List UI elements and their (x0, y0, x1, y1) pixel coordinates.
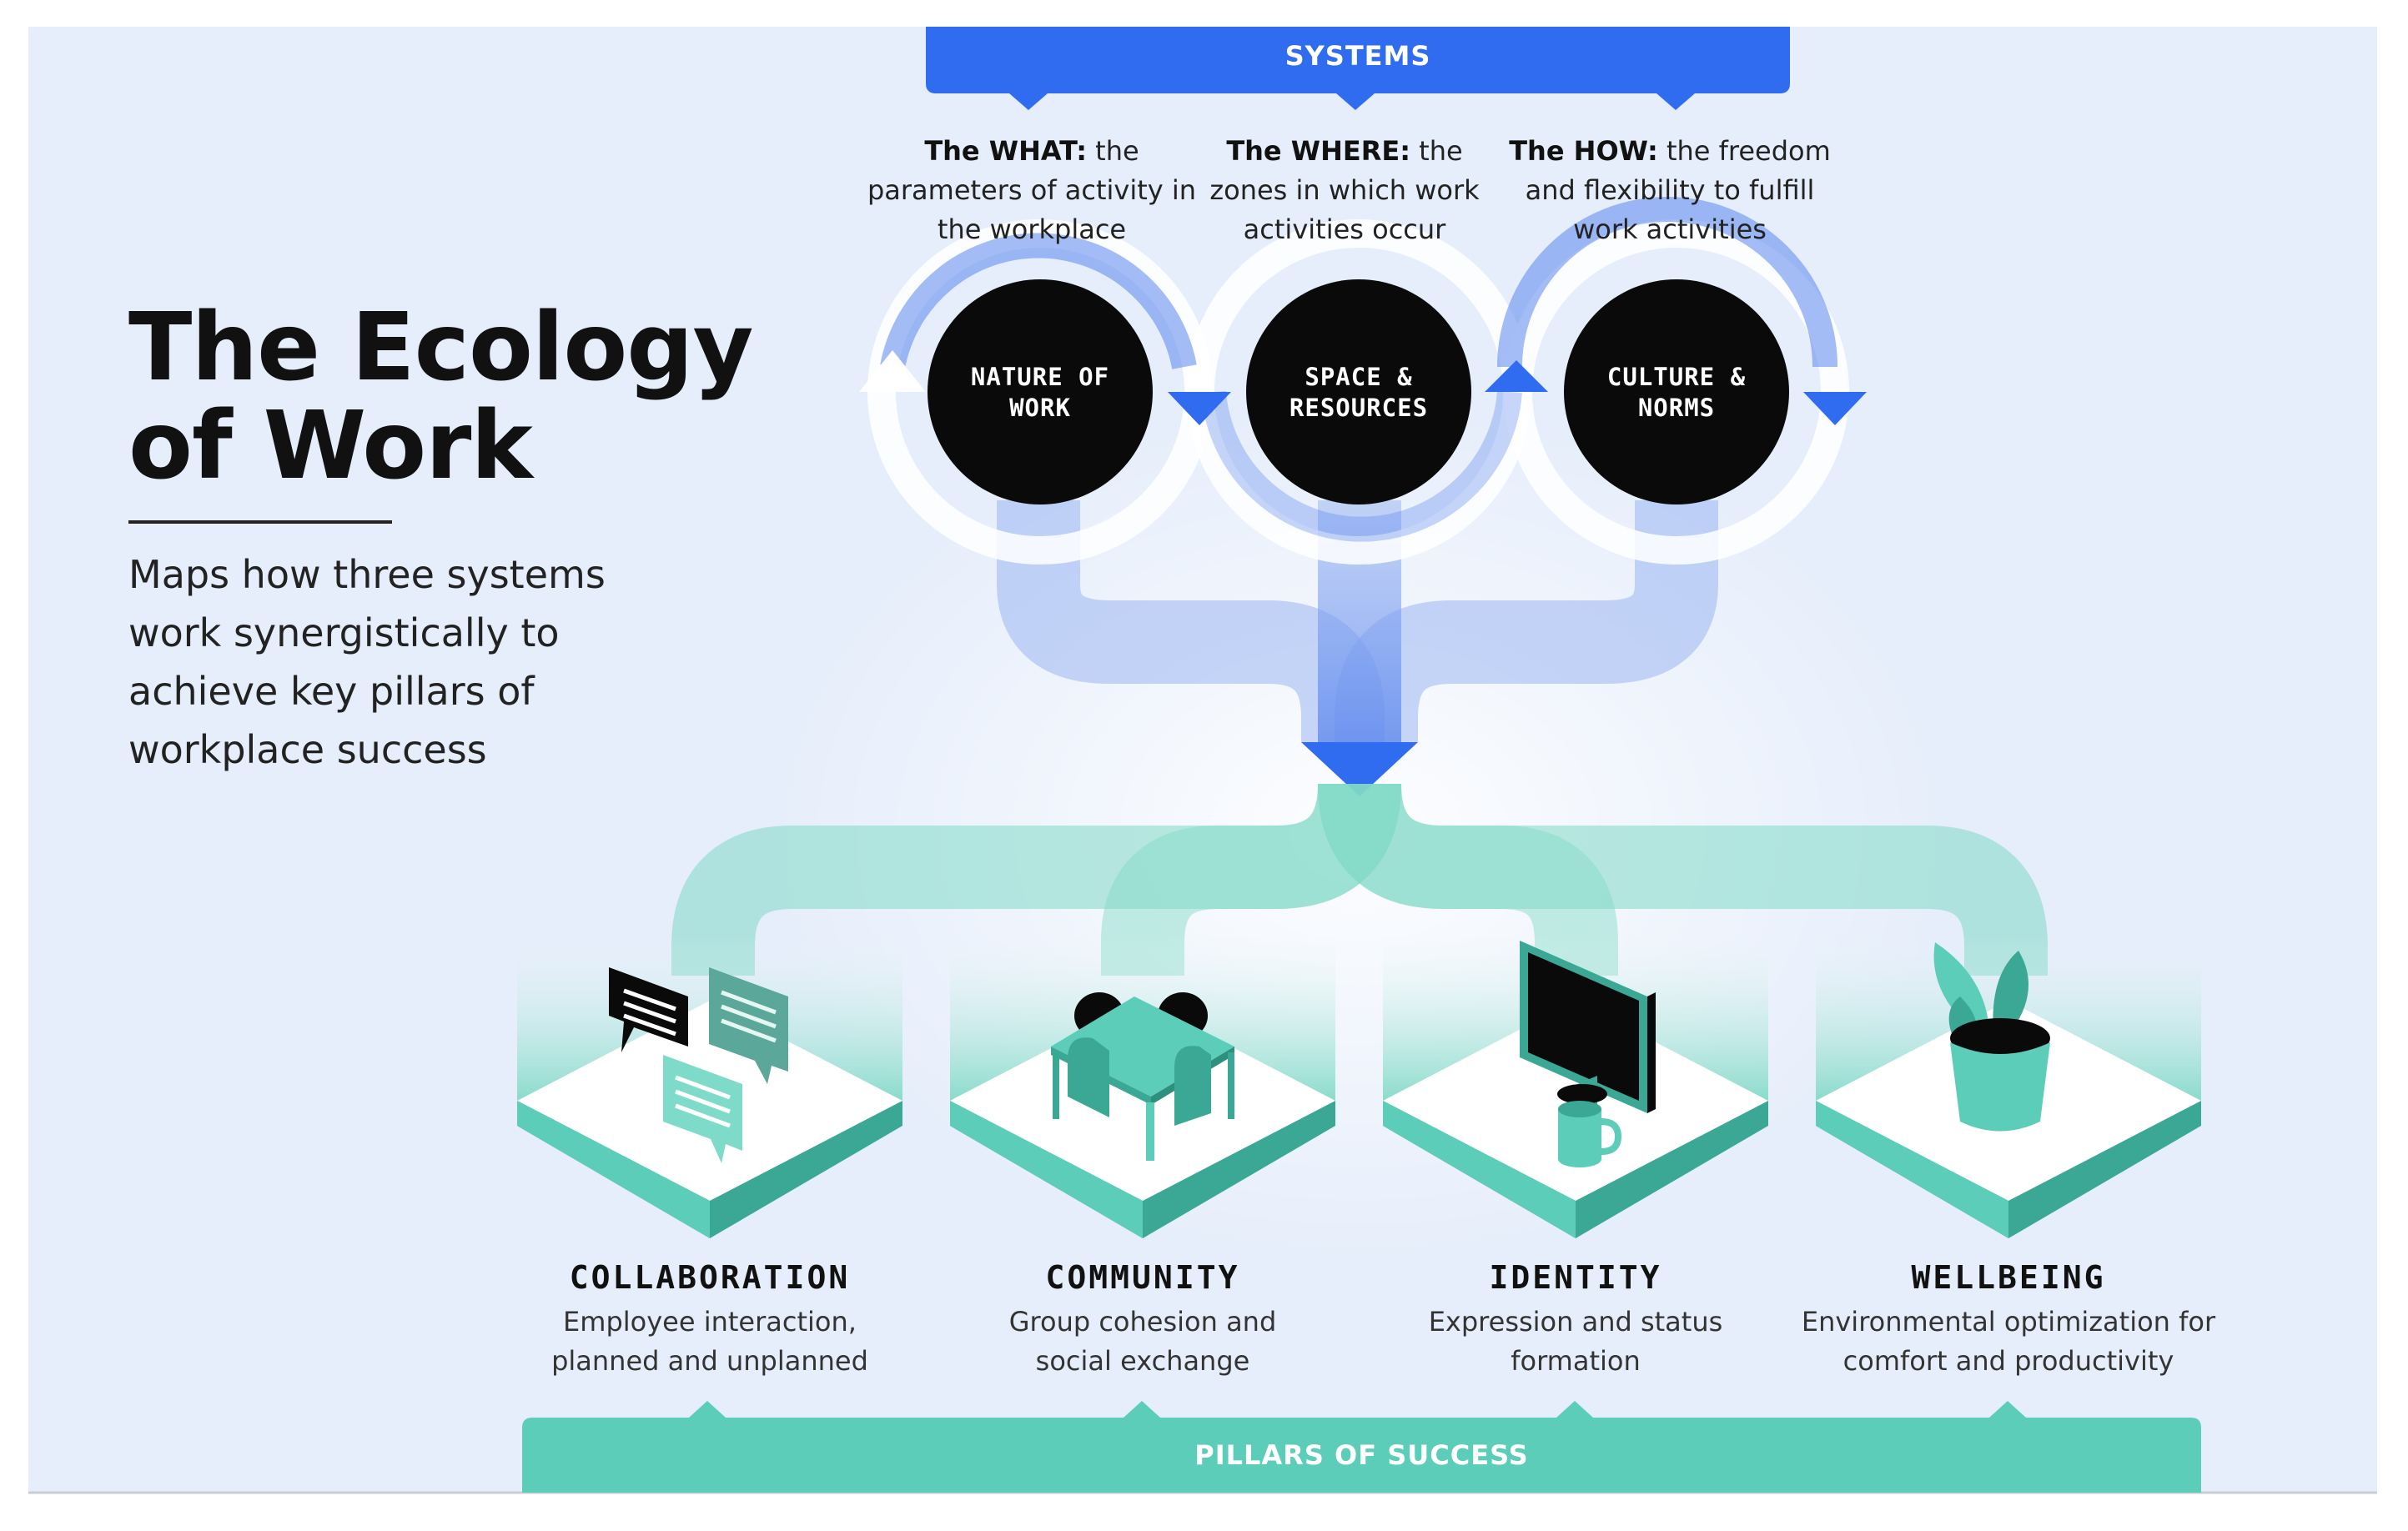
chat-bubbles-icon (609, 967, 788, 1163)
system-desc-where-line2: zones in which work (1209, 174, 1480, 206)
page-subtitle: Maps how three systems work synergistica… (128, 545, 646, 779)
system-label-line1: SPACE & (1305, 363, 1413, 391)
system-desc-how-line1: The HOW: the freedom (1503, 132, 1837, 171)
pillar-desc-collaboration: Employee interaction, planned and unplan… (501, 1303, 918, 1381)
system-desc-where-line3: activities occur (1243, 213, 1446, 245)
subtitle-line-1: Maps how three systems (128, 552, 606, 597)
pillars-banner (522, 1401, 2201, 1493)
title-line-1: The Ecology (128, 294, 753, 402)
system-desc-where-line1: The WHERE: the (1178, 132, 1511, 171)
system-desc-how-line3: work activities (1573, 213, 1767, 245)
system-node-culture-norms (1564, 279, 1789, 504)
system-desc-where-bold: The WHERE: (1226, 135, 1410, 167)
pillar-desc-line1: Group cohesion and (1008, 1306, 1277, 1338)
pillars-flow (671, 782, 2048, 976)
pillar-desc-identity: Expression and status formation (1367, 1303, 1784, 1381)
system-desc-how-line2: and flexibility to fulfill (1525, 174, 1815, 206)
page-title: The Ecology of Work (128, 299, 762, 495)
system-desc-where: The WHERE: the zones in which work activ… (1178, 132, 1511, 249)
system-desc-what-bold: The WHAT: (924, 135, 1087, 167)
cycle-arrow-2 (1485, 360, 1548, 392)
pillars-banner-label: PILLARS OF SUCCESS (1194, 1439, 1529, 1471)
system-node-nature-of-work (928, 279, 1153, 504)
pillar-desc-line2: formation (1511, 1345, 1641, 1377)
pillar-title-identity: IDENTITY (1489, 1259, 1662, 1296)
pillar-desc-line2: comfort and productivity (1842, 1345, 2174, 1377)
systems-merge-arrow (1301, 742, 1418, 796)
pillar-desc-community: Group cohesion and social exchange (934, 1303, 1351, 1381)
system-label-nature-of-work: NATURE OF WORK (940, 362, 1140, 424)
system-desc-what: The WHAT: the parameters of activity in … (865, 132, 1199, 249)
pillar-desc-wellbeing: Environmental optimization for comfort a… (1779, 1303, 2238, 1381)
system-desc-how-bold: The HOW: (1509, 135, 1658, 167)
system-desc-how: The HOW: the freedom and flexibility to … (1503, 132, 1837, 249)
pillar-desc-line2: planned and unplanned (551, 1345, 868, 1377)
pillar-desc-line2: social exchange (1035, 1345, 1250, 1377)
monitor-mug-icon (1520, 941, 1656, 1167)
system-desc-what-line2: parameters of activity in (867, 174, 1197, 206)
pillar-title-community: COMMUNITY (1045, 1259, 1240, 1296)
subtitle-line-2: work synergistically to (128, 610, 560, 655)
system-desc-how-rest: the freedom (1657, 135, 1831, 167)
system-desc-what-rest: the (1087, 135, 1139, 167)
systems-banner (926, 27, 1790, 110)
system-label-line1: CULTURE & (1606, 363, 1747, 391)
cycle-arrow-3 (1803, 392, 1867, 425)
system-label-line2: WORK (1009, 394, 1071, 422)
title-underline (128, 520, 392, 524)
system-label-line1: NATURE OF (970, 363, 1110, 391)
pillar-title-collaboration: COLLABORATION (569, 1259, 851, 1296)
system-label-line2: NORMS (1637, 394, 1716, 422)
system-node-space-resources (1246, 279, 1471, 504)
cycle-arrow-left (859, 350, 926, 392)
pillar-desc-line1: Environmental optimization for (1801, 1306, 2216, 1338)
pillar-title-wellbeing: WELLBEING (1911, 1259, 2106, 1296)
pillar-desc-line1: Employee interaction, (563, 1306, 857, 1338)
title-line-2: of Work (128, 392, 533, 500)
system-label-space-resources: SPACE & RESOURCES (1259, 362, 1459, 424)
pillar-desc-line1: Expression and status (1428, 1306, 1723, 1338)
system-desc-where-rest: the (1410, 135, 1463, 167)
cycle-arrow-1 (1168, 392, 1231, 425)
system-label-culture-norms: CULTURE & NORMS (1576, 362, 1777, 424)
systems-banner-label: SYSTEMS (1284, 40, 1431, 72)
system-desc-what-line3: the workplace (937, 213, 1127, 245)
subtitle-line-4: workplace success (128, 727, 487, 772)
system-label-line2: RESOURCES (1289, 394, 1429, 422)
subtitle-line-3: achieve key pillars of (128, 669, 535, 714)
potted-plant-icon (1933, 942, 2050, 1132)
table-chairs-icon (1051, 992, 1234, 1161)
system-desc-what-line1: The WHAT: the (865, 132, 1199, 171)
